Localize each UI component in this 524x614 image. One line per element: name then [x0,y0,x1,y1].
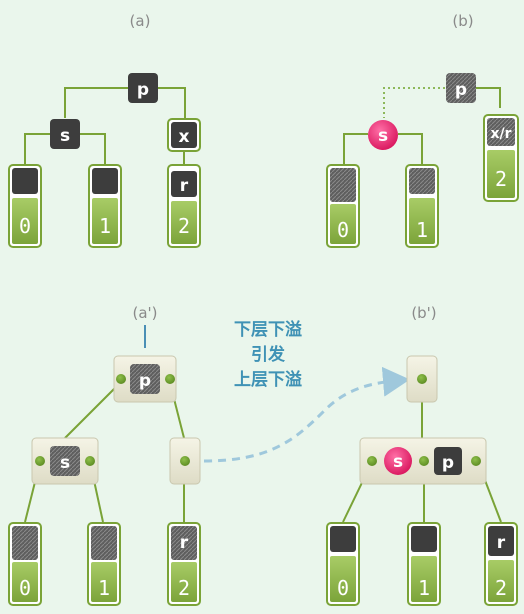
label-b-prime: (b') [411,304,436,322]
leaf-2-b-prime: r 2 [484,522,518,606]
svg-text:1: 1 [98,576,110,600]
svg-text:2: 2 [495,167,507,191]
label-b: (b) [452,12,473,30]
leaf-0-prime: 0 [8,522,42,606]
svg-text:0: 0 [337,218,349,242]
svg-text:p: p [139,371,151,391]
svg-text:x: x [179,127,190,147]
panel-b-prime: (b') s p 0 [326,304,518,606]
panel-b: (b) p s x/r 2 0 [326,12,519,248]
panel-a-prime: (a') p s [8,304,201,606]
svg-text:r: r [180,176,189,196]
leaf-0-b-prime: 0 [326,522,360,606]
svg-text:p: p [137,80,149,100]
svg-text:2: 2 [178,214,190,238]
dotted-edge [383,87,445,118]
svg-text:p: p [442,453,454,473]
leaf-0: 0 [8,164,42,248]
node-p: p [128,73,158,103]
node-p-prime: p [113,355,177,403]
caption-line-2: 引发 [251,344,286,365]
svg-text:2: 2 [495,576,507,600]
node-x: x [167,118,201,152]
svg-text:r: r [180,533,189,553]
svg-text:p: p [455,80,467,100]
svg-text:0: 0 [337,576,349,600]
svg-text:1: 1 [99,214,111,238]
node-root-prime [406,355,438,403]
svg-text:s: s [378,126,388,146]
node-s-prime: s [31,437,99,485]
node-merged-sp: s p [359,437,487,485]
leaf-2-prime: r 2 [167,522,201,606]
svg-text:r: r [497,533,506,553]
svg-text:x/r: x/r [490,126,511,142]
node-empty-prime [169,437,201,485]
leaf-x-over-r: x/r 2 [483,114,519,202]
svg-text:0: 0 [19,214,31,238]
caption: 下层下溢 引发 上层下溢 [234,319,302,390]
leaf-1: 1 [88,164,122,248]
svg-text:1: 1 [418,576,430,600]
label-a-prime: (a') [132,304,157,322]
node-p-b: p [446,73,476,103]
node-s-highlighted: s [368,120,398,150]
caption-line-3: 上层下溢 [234,369,302,390]
svg-text:s: s [60,126,70,146]
edges-a [24,87,186,170]
edges-b [343,87,501,164]
svg-text:s: s [60,453,70,473]
leaf-0-b: 0 [326,164,360,248]
leaf-1-b-prime: 1 [407,522,441,606]
svg-text:s: s [393,452,403,472]
svg-text:1: 1 [416,218,428,242]
caption-line-1: 下层下溢 [234,319,302,340]
panel-a: (a) p s x 0 [8,12,201,248]
leaf-1-b: 1 [405,164,439,248]
svg-text:2: 2 [178,576,190,600]
leaf-1-prime: 1 [87,522,121,606]
transition-arrow [203,366,410,463]
leaf-2: r 2 [167,164,201,248]
node-s: s [50,119,80,149]
label-a: (a) [130,12,151,30]
svg-text:0: 0 [19,576,31,600]
